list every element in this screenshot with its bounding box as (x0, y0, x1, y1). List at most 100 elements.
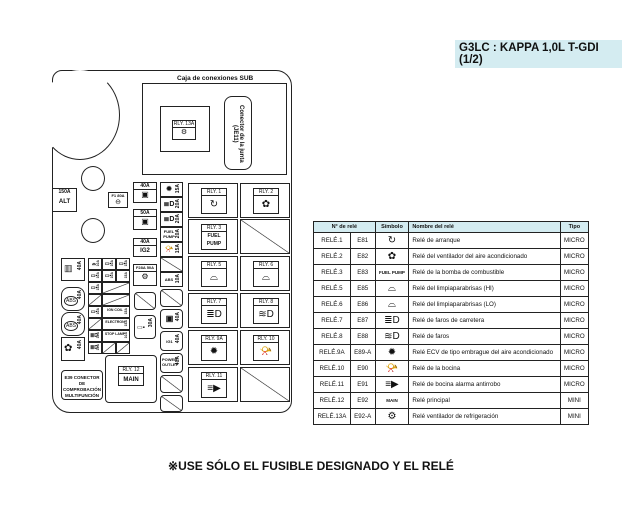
relay-name: Relé de arranque (408, 232, 561, 249)
relay-number: RELÉ.3 (313, 264, 351, 281)
fuse-icon: 📯 (164, 246, 174, 253)
relay-rly10[interactable]: RLY. 10📯 (240, 330, 290, 365)
small-fuse[interactable]: ▭▪10A (88, 270, 102, 282)
relay-rly9a[interactable]: RLY. 9A✹ (188, 330, 238, 365)
fan-icon: ✿ (64, 343, 73, 354)
relay-symbol: ⚙ (374, 408, 410, 425)
e39-connector: E39 CONECTOR DE COMPROBACIÓN MULTIFUNCIÓ… (61, 370, 103, 400)
relay-symbol-icon: ✿ (261, 199, 271, 210)
relay-name: Relé de la bomba de combustible (408, 264, 561, 281)
relay-symbol-icon: ≣D (206, 309, 222, 320)
relay-number: RELÉ.5 (313, 280, 351, 297)
relay-rly11[interactable]: RLY. 11 ≡▶ (188, 367, 238, 402)
relay-label: RLY. 11 ≡▶ (201, 372, 227, 398)
fuse-amp: 15A (124, 308, 128, 315)
lamp-icon: ▭▪ (137, 325, 145, 331)
relay-name: Relé ECV de tipo embrague del aire acond… (408, 344, 561, 361)
relay-tag: RLY. 1 (202, 189, 226, 196)
mount-cutout (40, 70, 120, 160)
relay-rly1[interactable]: RLY. 1 ↻ (188, 183, 238, 218)
empty-relay-slot (240, 219, 290, 254)
fuse-icon: ▭▪ (90, 309, 98, 315)
fuse-label: ELECTRON (105, 320, 125, 324)
fuse-amp: 10A (110, 260, 114, 267)
fuse-amp: 40A (175, 312, 181, 322)
battery-icon: ▣ (141, 190, 149, 199)
fuse-amp: 15A (175, 184, 181, 194)
fuse-amp: 15A (175, 244, 181, 254)
relay-code: E89-A (349, 344, 376, 361)
fuse-icon: ✹ (166, 186, 172, 193)
relay-symbol: ↻ (374, 232, 410, 249)
fuse-30a-side[interactable]: ▭▪30A (134, 315, 156, 339)
fuse-icon: ▭▪ (90, 273, 98, 279)
small-fuse[interactable]: ▭▪10A (102, 258, 116, 270)
fuse-40a-battery[interactable]: 40A▣ (133, 182, 157, 203)
small-fuse[interactable]: ▭▪10A (102, 270, 116, 282)
relay-symbol-icon: ↻ (209, 199, 219, 210)
relay-rly6[interactable]: RLY. 6⌓ (240, 256, 290, 291)
fuse-50a-battery[interactable]: 50A▣ (133, 209, 157, 230)
fuse-f1[interactable]: F1 80A⊖ (108, 192, 128, 208)
small-fuse[interactable]: 15A (116, 270, 130, 282)
relay-rly7[interactable]: RLY. 7 ≣D (188, 293, 238, 328)
mid-fuse[interactable] (160, 257, 183, 272)
small-fuse[interactable]: ▭▪15A (116, 258, 130, 270)
battery-icon: ▣ (165, 314, 174, 323)
relay-label: RLY. 2✿ (253, 188, 279, 214)
relay-symbol-icon: ≡▶ (207, 383, 221, 394)
relay-number: RELÉ.7 (313, 312, 351, 329)
relay-name: Relé de faros (408, 328, 561, 345)
relay-tag: RLY. 7 (202, 299, 226, 306)
fuse-amp: 10A (96, 344, 100, 351)
mid-lower-fuse[interactable]: ▣40A (160, 309, 183, 329)
relay-name: Relé de bocina alarma antirrobo (408, 376, 561, 393)
mid-fuse[interactable]: 📯15A (160, 242, 183, 257)
relay-name: Relé del limpiaparabrisas (LO) (408, 296, 561, 313)
relay-rly8[interactable]: RLY. 8≋D (240, 293, 290, 328)
small-fuse[interactable]: ▭▪10A (88, 306, 102, 318)
col-relay-no: N° de relé (313, 221, 376, 233)
small-fuse[interactable]: ⌓10A (88, 258, 102, 270)
relay-13a: RLY. 13A⚙ (172, 120, 196, 140)
relay-type: MICRO (559, 328, 590, 345)
small-fuse[interactable]: ▭▪15A (88, 282, 102, 294)
col-name: Nombre del relé (408, 221, 561, 233)
relay-tag: RLY. 11 (202, 373, 226, 380)
fuse-amp: 20A (175, 214, 181, 224)
connector-stud-top (81, 166, 105, 191)
relay-rly5[interactable]: RLY. 5⌓ (188, 256, 238, 291)
relay-number: RELÉ.12 (313, 392, 351, 409)
fuse-amp: 15A (124, 260, 128, 267)
fuse-icon: ≣D (90, 333, 98, 339)
mid-fuse[interactable]: ✹15A (160, 182, 183, 197)
fuse-rear-defroster[interactable]: ▥40A (61, 258, 85, 281)
fuse-fan[interactable]: ✿40A (61, 337, 85, 361)
relay-rly2[interactable]: RLY. 2✿ (240, 183, 290, 218)
fuse-f28a[interactable]: F28A 50A⚙ (133, 264, 157, 286)
